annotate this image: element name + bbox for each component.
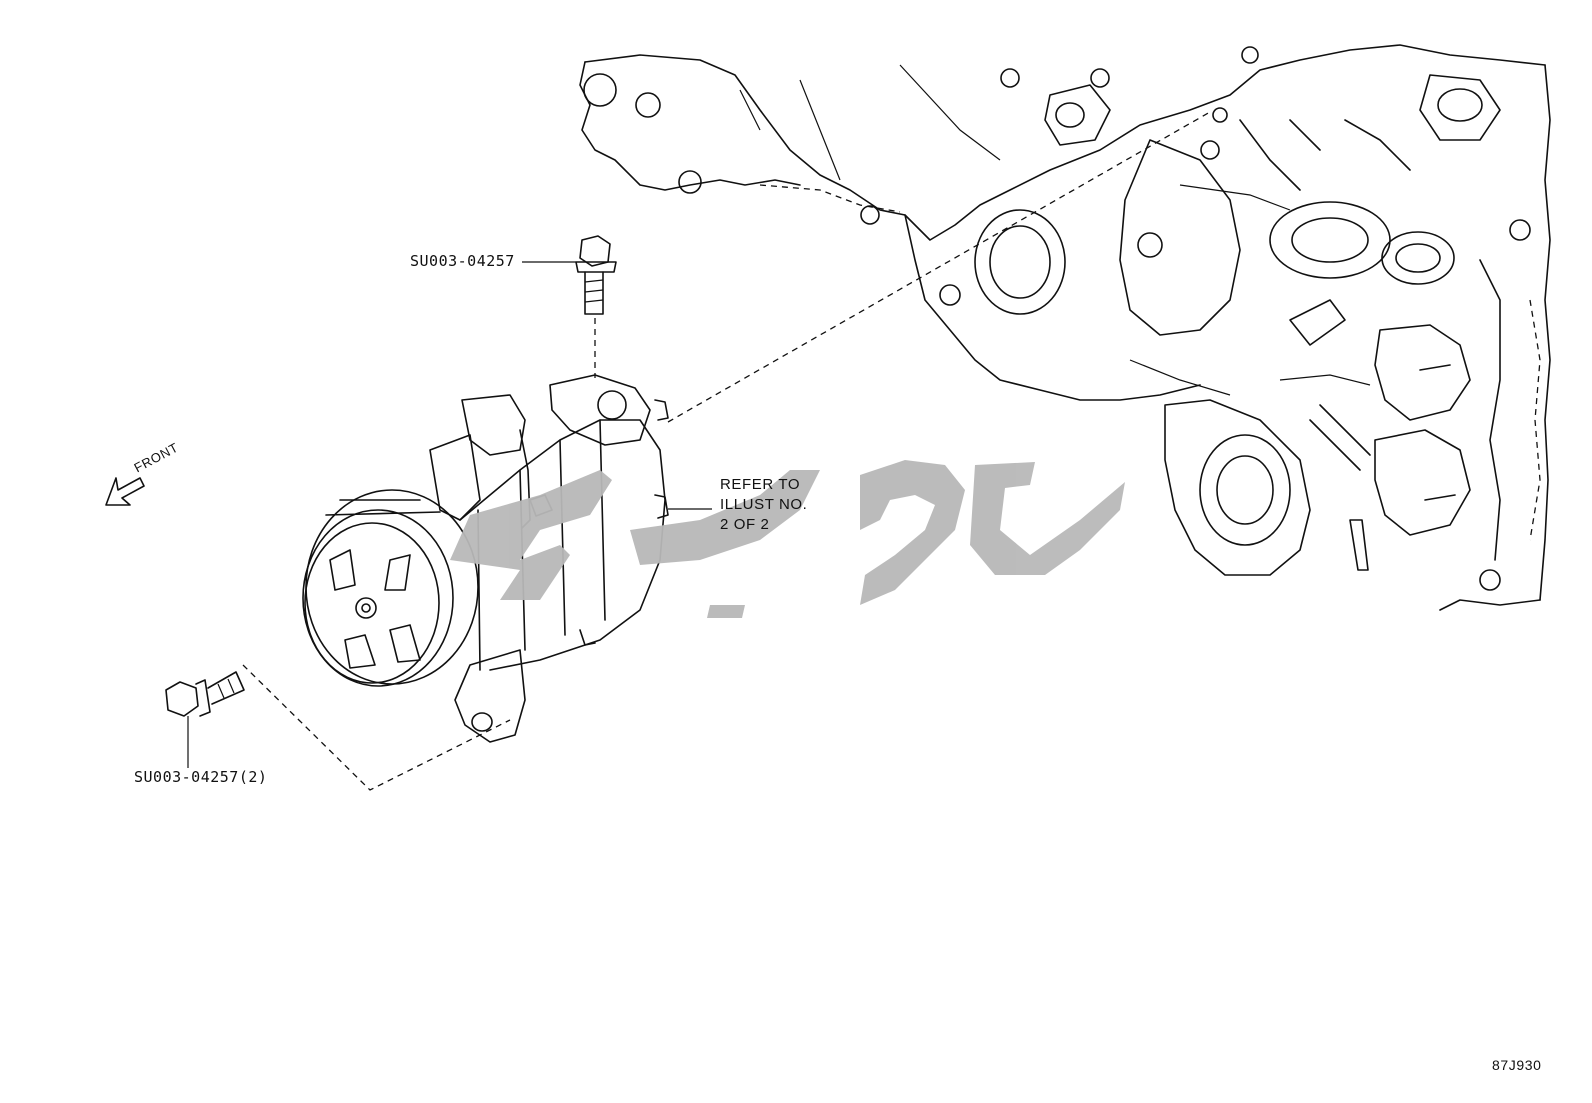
part-number-bolt-bottom: SU003-04257(2) [134,768,268,786]
refer-line-3: 2 OF 2 [720,516,770,533]
figure-code: 87J930 [1492,1057,1542,1073]
part-number-bolt-top: SU003-04257 [410,252,515,270]
watermark-logo [450,460,1125,618]
alignment-line-bolt-bottom [242,664,511,791]
ac-compressor [302,374,669,743]
alignment-line-engine [667,111,1211,423]
bottom-bolt [165,671,245,717]
front-arrow-icon [105,477,145,506]
refer-note: REFER TO ILLUST NO. 2 OF 2 [720,475,807,535]
refer-line-2: ILLUST NO. [720,496,808,513]
refer-line-1: REFER TO [720,476,801,493]
top-bolt [575,235,617,315]
engine-block [579,44,1551,611]
